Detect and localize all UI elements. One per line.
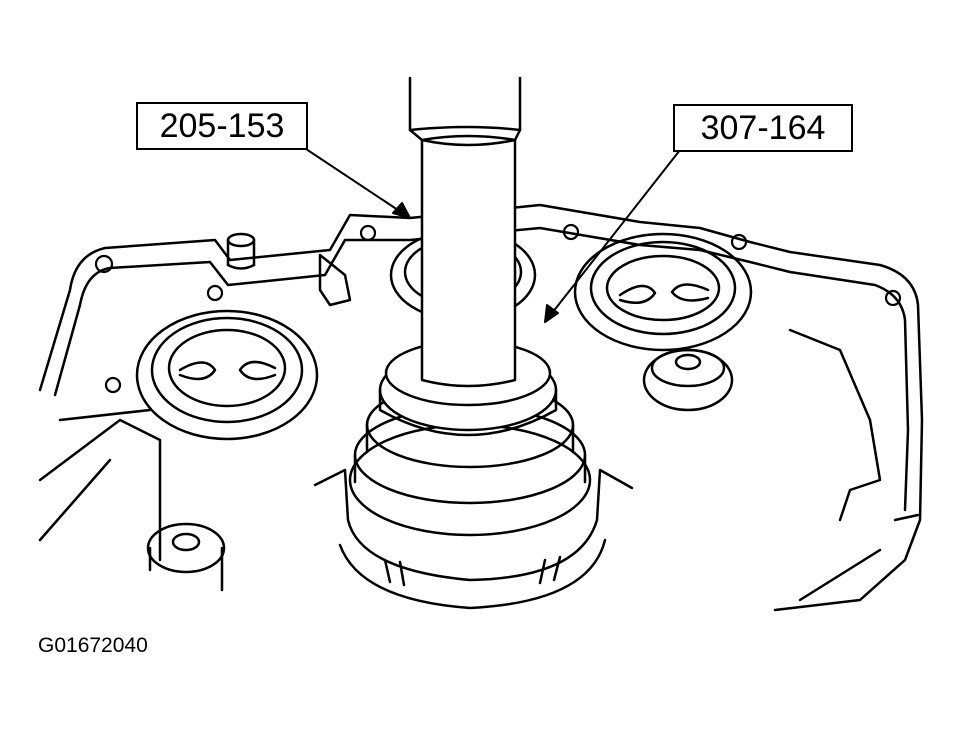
case-right-rib [788,328,920,602]
callout-tool-205-153: 205-153 [136,102,308,150]
seal-rings [348,381,592,537]
right-bolt-boss [642,348,734,412]
figure-id: G01672040 [38,634,148,657]
leader-arrows [299,144,681,323]
right-bore [573,232,753,352]
case-pocket [318,253,352,307]
bolt-holes [94,223,902,394]
callout-tool-b-label: 307-164 [700,109,826,147]
case-lower-edge [38,408,162,562]
case-outline [38,203,924,612]
dowel-pin [226,232,256,270]
left-bore [135,309,319,441]
lower-left-bolt-boss [146,522,226,592]
callout-tool-a-label: 205-153 [159,107,285,145]
seal-housing [313,468,634,610]
case-inner-flange [53,226,910,512]
installer-handle [408,76,522,388]
callout-tool-307-164: 307-164 [673,104,853,152]
